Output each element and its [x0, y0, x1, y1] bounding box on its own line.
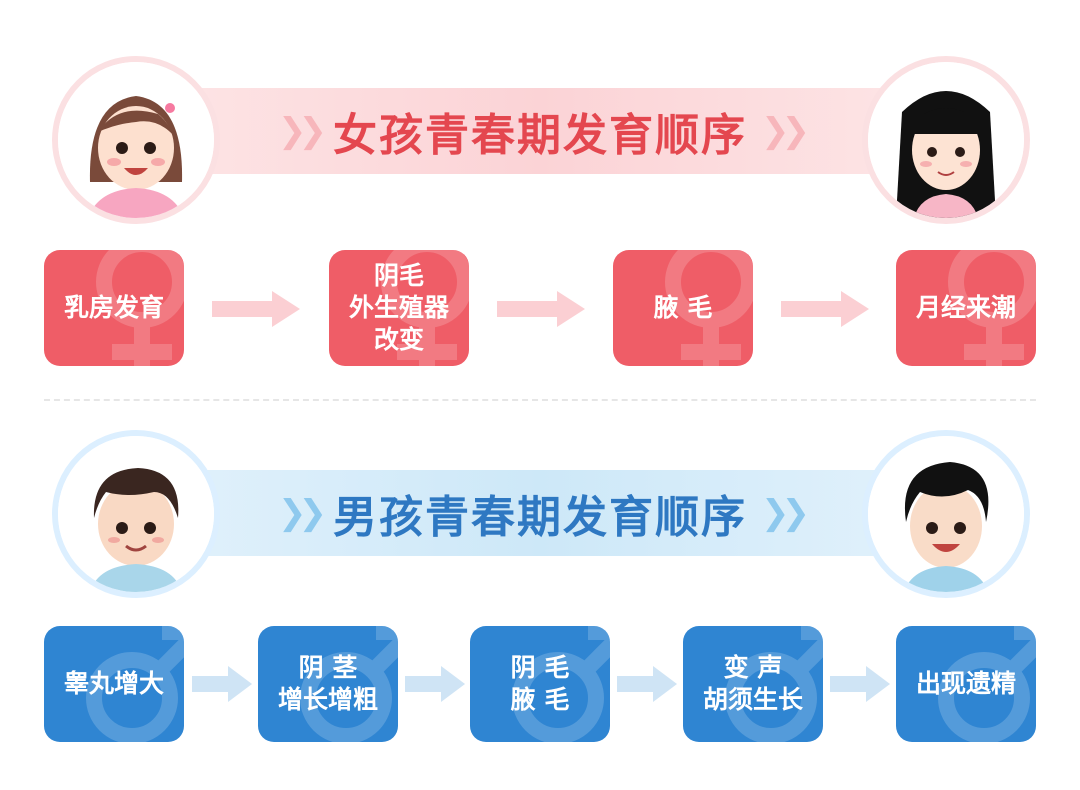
step-label: 出现遗精 — [915, 669, 1016, 698]
girl-avatar-teen — [862, 56, 1030, 224]
arrow-right-icon — [781, 291, 869, 327]
male-symbol-icon — [725, 626, 823, 742]
boy-step-5: 出现遗精 — [896, 626, 1036, 742]
female-symbol-icon — [96, 250, 184, 366]
step-label: 月经来潮 — [915, 293, 1016, 322]
step-label: 胡须生长 — [702, 685, 803, 714]
female-symbol-icon — [948, 250, 1036, 366]
step-label: 腋 毛 — [510, 685, 570, 714]
male-symbol-icon — [512, 626, 610, 742]
step-label: 改变 — [373, 325, 424, 354]
boy-step-3: 阴 毛 腋 毛 — [470, 626, 610, 742]
male-symbol-icon — [938, 626, 1036, 742]
girl-step-4: 月经来潮 — [896, 250, 1036, 366]
boy-avatar-teen — [862, 430, 1030, 598]
step-label: 外生殖器 — [348, 293, 449, 322]
arrow-right-icon — [212, 291, 300, 327]
female-symbol-icon — [381, 250, 469, 366]
girl-title-banner: ❯❯ 女孩青春期发育顺序 ❯❯ — [200, 88, 880, 174]
boy-title-banner: ❯❯ 男孩青春期发育顺序 ❯❯ — [200, 470, 880, 556]
female-symbol-icon — [665, 250, 753, 366]
girl-step-2: 阴毛 外生殖器 改变 — [329, 250, 469, 366]
boy-avatar-young — [52, 430, 220, 598]
arrow-right-icon — [405, 666, 465, 702]
girl-step-1: 乳房发育 — [44, 250, 184, 366]
boy-title: 男孩青春期发育顺序 — [333, 492, 747, 543]
boy-step-1: 睾丸增大 — [44, 626, 184, 742]
girl-step-3: 腋 毛 — [613, 250, 753, 366]
girl-section: ❯❯ 女孩青春期发育顺序 ❯❯ — [44, 56, 1036, 366]
girl-avatar-young — [52, 56, 220, 224]
boy-section: ❯❯ 男孩青春期发育顺序 ❯❯ 睾丸增大 — [0, 400, 1080, 790]
boy-step-4: 变 声 胡须生长 — [683, 626, 823, 742]
male-symbol-icon — [86, 626, 184, 742]
girl-title: 女孩青春期发育顺序 — [333, 110, 747, 161]
male-symbol-icon — [300, 626, 398, 742]
chevron-right-icon: ❯❯ — [761, 493, 810, 533]
arrow-right-icon — [192, 666, 252, 702]
chevron-right-icon: ❯❯ — [278, 493, 327, 533]
section-divider — [44, 399, 1036, 401]
arrow-right-icon — [497, 291, 585, 327]
step-label: 乳房发育 — [63, 293, 164, 322]
step-label: 阴 茎 — [298, 653, 358, 682]
arrow-right-icon — [617, 666, 677, 702]
step-label: 腋 毛 — [653, 293, 713, 322]
arrow-right-icon — [830, 666, 890, 702]
boy-step-2: 阴 茎 增长增粗 — [258, 626, 398, 742]
step-label: 增长增粗 — [277, 685, 378, 714]
step-label: 阴毛 — [373, 261, 424, 290]
chevron-right-icon: ❯❯ — [278, 111, 327, 151]
step-label: 变 声 — [723, 653, 783, 682]
step-label: 睾丸增大 — [63, 669, 164, 698]
step-label: 阴 毛 — [510, 653, 570, 682]
chevron-right-icon: ❯❯ — [761, 111, 810, 151]
